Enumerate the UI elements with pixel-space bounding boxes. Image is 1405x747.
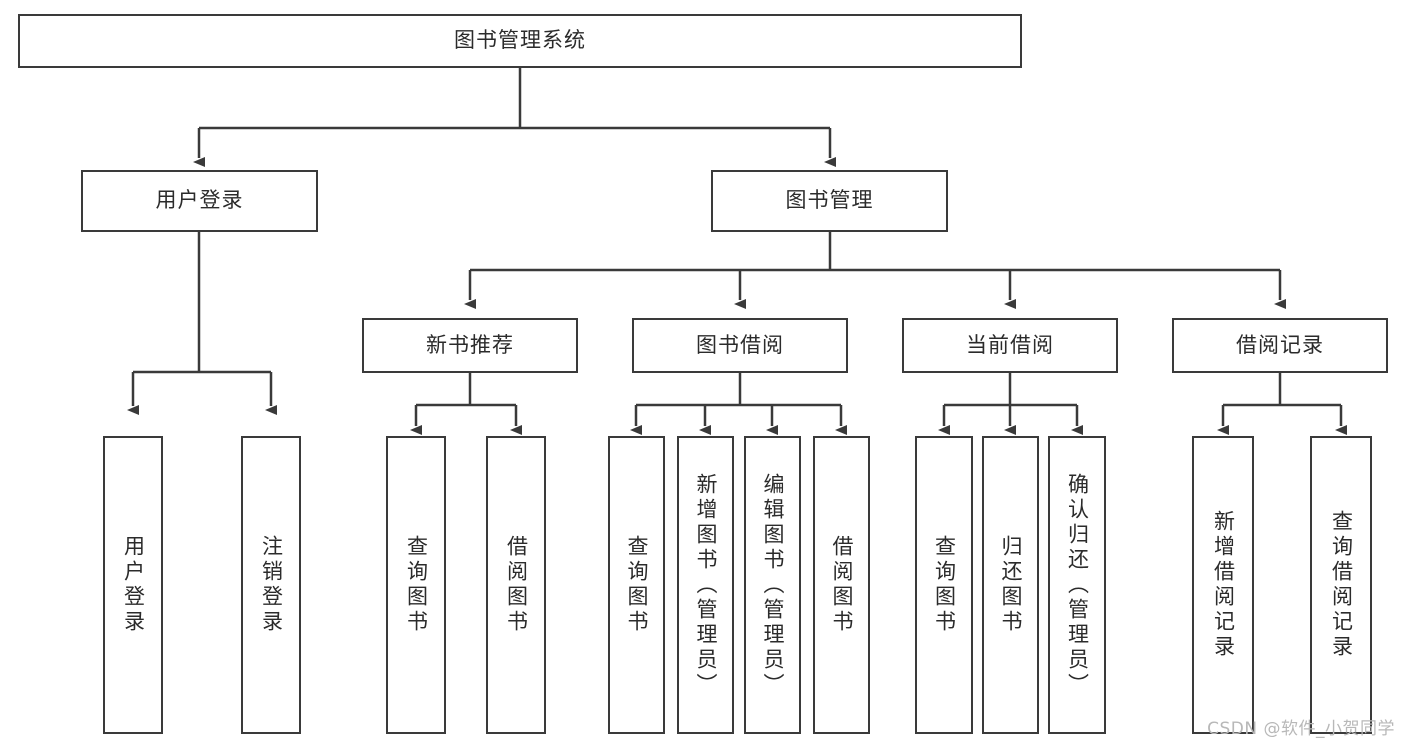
node-borrow-record[interactable]: 借阅记录 xyxy=(1172,318,1388,373)
node-root[interactable]: 图书管理系统 xyxy=(18,14,1022,68)
node-current-borrow[interactable]: 当前借阅 xyxy=(902,318,1118,373)
leaf-label: 查询借阅记录 xyxy=(1329,510,1354,660)
leaf-recommend-borrow-book[interactable]: 借阅图书 xyxy=(486,436,546,734)
leaf-borrow-add-book-admin[interactable]: 新增图书（管理员） xyxy=(677,436,734,734)
leaf-record-query-record[interactable]: 查询借阅记录 xyxy=(1310,436,1372,734)
leaf-label: 用户登录 xyxy=(121,535,146,635)
node-book-management-label: 图书管理 xyxy=(785,188,874,213)
leaf-label: 查询图书 xyxy=(404,535,429,635)
leaf-label: 查询图书 xyxy=(625,535,649,635)
leaf-current-query-book[interactable]: 查询图书 xyxy=(915,436,973,734)
node-current-borrow-label: 当前借阅 xyxy=(966,332,1054,357)
watermark: CSDN @软件_小贺同学 xyxy=(1207,719,1395,739)
leaf-label: 查询图书 xyxy=(932,535,957,635)
node-user-login-label: 用户登录 xyxy=(155,188,244,213)
leaf-label: 借阅图书 xyxy=(830,535,854,635)
leaf-label: 借阅图书 xyxy=(504,535,529,635)
leaf-label: 注销登录 xyxy=(259,535,284,635)
node-book-management[interactable]: 图书管理 xyxy=(711,170,948,232)
leaf-user-login-login[interactable]: 用户登录 xyxy=(103,436,163,734)
leaf-current-return-book[interactable]: 归还图书 xyxy=(982,436,1039,734)
leaf-borrow-borrow-book[interactable]: 借阅图书 xyxy=(813,436,870,734)
leaf-label: 新增图书（管理员） xyxy=(694,472,718,698)
leaf-borrow-edit-book-admin[interactable]: 编辑图书（管理员） xyxy=(744,436,801,734)
node-borrow-record-label: 借阅记录 xyxy=(1236,332,1324,357)
leaf-label: 新增借阅记录 xyxy=(1211,510,1236,660)
leaf-borrow-query-book[interactable]: 查询图书 xyxy=(608,436,665,734)
node-book-borrow-label: 图书借阅 xyxy=(696,332,784,357)
leaf-user-login-logout[interactable]: 注销登录 xyxy=(241,436,301,734)
node-book-borrow[interactable]: 图书借阅 xyxy=(632,318,848,373)
node-root-label: 图书管理系统 xyxy=(454,28,586,53)
node-new-book-recommend-label: 新书推荐 xyxy=(426,332,514,357)
leaf-record-add-record[interactable]: 新增借阅记录 xyxy=(1192,436,1254,734)
leaf-label: 确认归还（管理员） xyxy=(1065,472,1090,698)
leaf-recommend-query-book[interactable]: 查询图书 xyxy=(386,436,446,734)
node-user-login[interactable]: 用户登录 xyxy=(81,170,318,232)
leaf-label: 归还图书 xyxy=(999,535,1023,635)
leaf-label: 编辑图书（管理员） xyxy=(761,472,785,698)
leaf-current-confirm-return-admin[interactable]: 确认归还（管理员） xyxy=(1048,436,1106,734)
node-new-book-recommend[interactable]: 新书推荐 xyxy=(362,318,578,373)
